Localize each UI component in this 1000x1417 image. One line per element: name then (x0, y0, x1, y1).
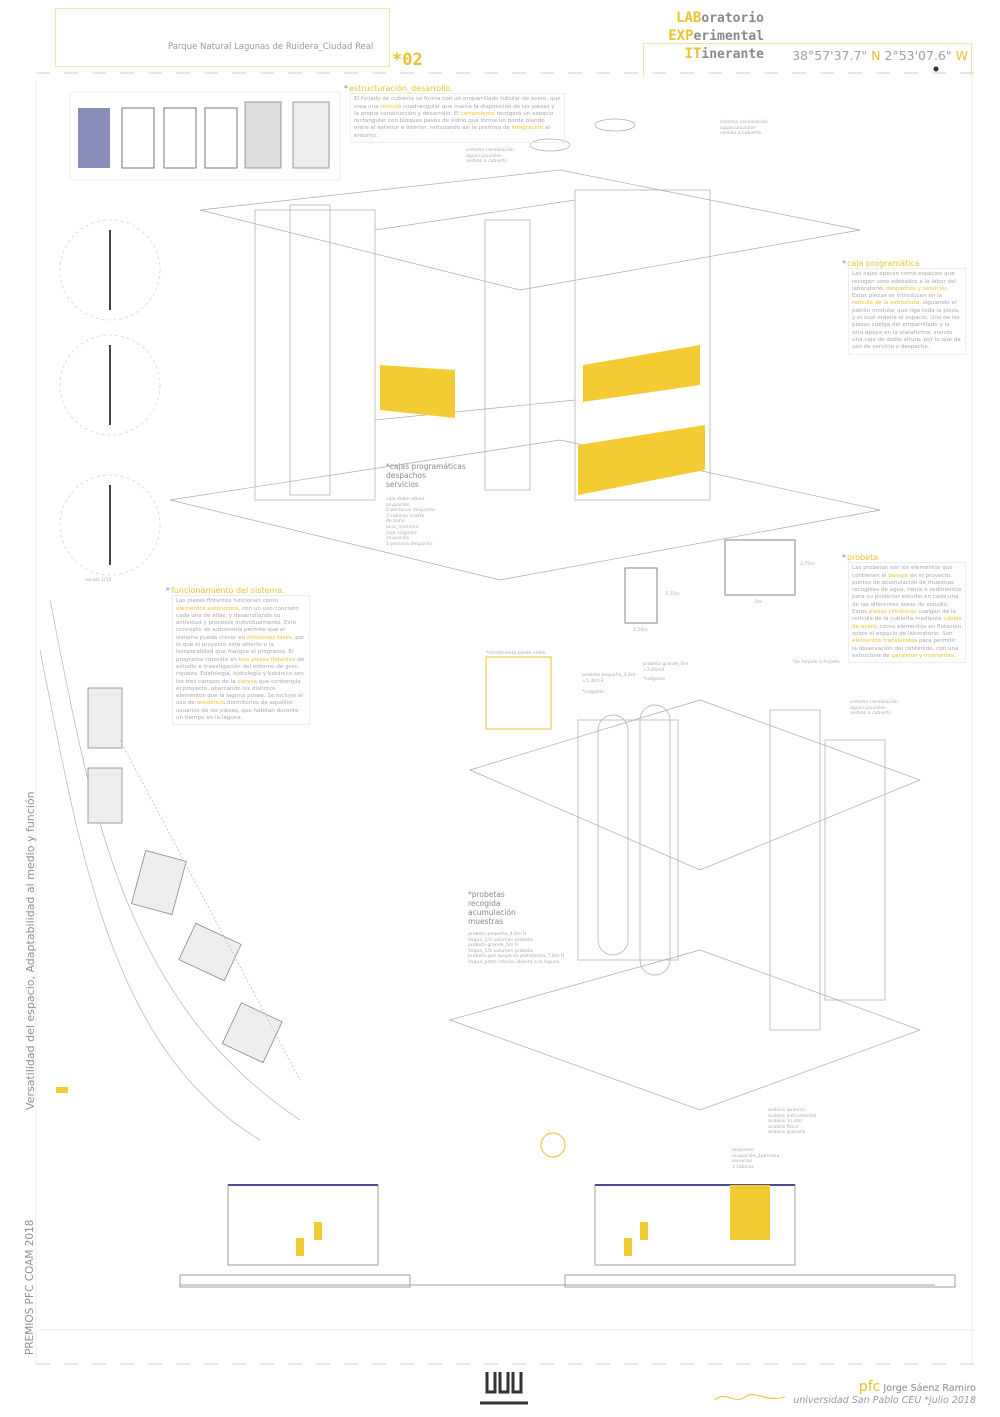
label-colgante-2: *colgante (643, 677, 666, 682)
label-colgante-1: *colgante (582, 690, 605, 695)
side-award: PREMIOS PFC COAM 2018 (24, 1219, 36, 1355)
signature (714, 1393, 786, 1401)
dim-5: 5m (755, 600, 763, 605)
label-forjado: *de forjado a forjado (792, 660, 840, 665)
title-frame (55, 8, 390, 67)
label-probetas-title: *probetas recogida acumulación muestras (468, 890, 516, 926)
footer-author: pfc Jorge Sáenz Ramiro (858, 1379, 976, 1395)
label-cajas-detail: caja doble altura ocupación 2 personas d… (386, 497, 435, 547)
coordinates-frame (643, 43, 972, 77)
label-pluviales-1: sistema canalización aguas pluviales ver… (466, 148, 514, 165)
dim-375: 3,75m (800, 562, 815, 567)
footer-university: universidad San Pablo CEU *julio 2018 (793, 1395, 976, 1406)
location: Parque Natural Lagunas de Ruidera_Ciudad… (168, 42, 374, 52)
facade-studies (69, 91, 341, 181)
label-pluviales-3: sistema canalización aguas pluviales ver… (850, 700, 898, 717)
sheet-number: *02 (392, 50, 423, 70)
logo-probetas-icon (480, 1372, 528, 1405)
note-probeta: probeta Las probetas son los elementos q… (847, 553, 966, 664)
yellow-program-boxes (380, 345, 705, 495)
label-pluviales-2: sistema canalización aguas pluviales ver… (720, 120, 768, 137)
axonometric-bottom (448, 699, 922, 1111)
label-probeta-pequena: probeta pequeña_4,6m +1,30m3 (582, 673, 636, 684)
coordinates: 38°57'37.7" N 2°53'07.6" W (792, 48, 968, 63)
dim-375b: 3,75m (665, 592, 680, 597)
marker-dot (933, 66, 939, 72)
label-probeta-grande: probeta grande_6m +2,65m3 (643, 662, 689, 673)
dim-250: 2,50m (633, 628, 648, 633)
note-caja-programatica: caja programática Las cajas operan como … (847, 259, 966, 355)
side-title: Versatilidad del espacio, Adaptabilidad … (24, 791, 37, 1110)
note-funcionamiento: funcionamiento del sistema. Las piezas f… (171, 586, 310, 726)
label-despacho: despacho ocupación_1persona servicios 3 … (732, 1148, 780, 1170)
title-line-experimental: EXPerimental (668, 28, 764, 44)
title-line-laboratorio: LABoratorio (676, 10, 764, 26)
site-plan (39, 599, 301, 1141)
label-cerramiento: *cerramiento pavés vidrio (486, 651, 546, 656)
note-estructuracion: estructuración_desarrollo. El forjado de… (349, 84, 565, 144)
title-line-itinerante: ITinerante (684, 46, 764, 62)
sections (40, 1184, 975, 1331)
label-probetas-detail: probeta pequeña_4,6m H Vagua_1/3 volumen… (468, 932, 565, 965)
label-escala: escala 1/10 (85, 578, 112, 583)
label-analisis: análisis químico análisis instrumental a… (768, 1108, 816, 1136)
axonometric-top (169, 118, 881, 581)
label-cajas-title: *cajas programáticas despachos servicios (386, 462, 466, 489)
